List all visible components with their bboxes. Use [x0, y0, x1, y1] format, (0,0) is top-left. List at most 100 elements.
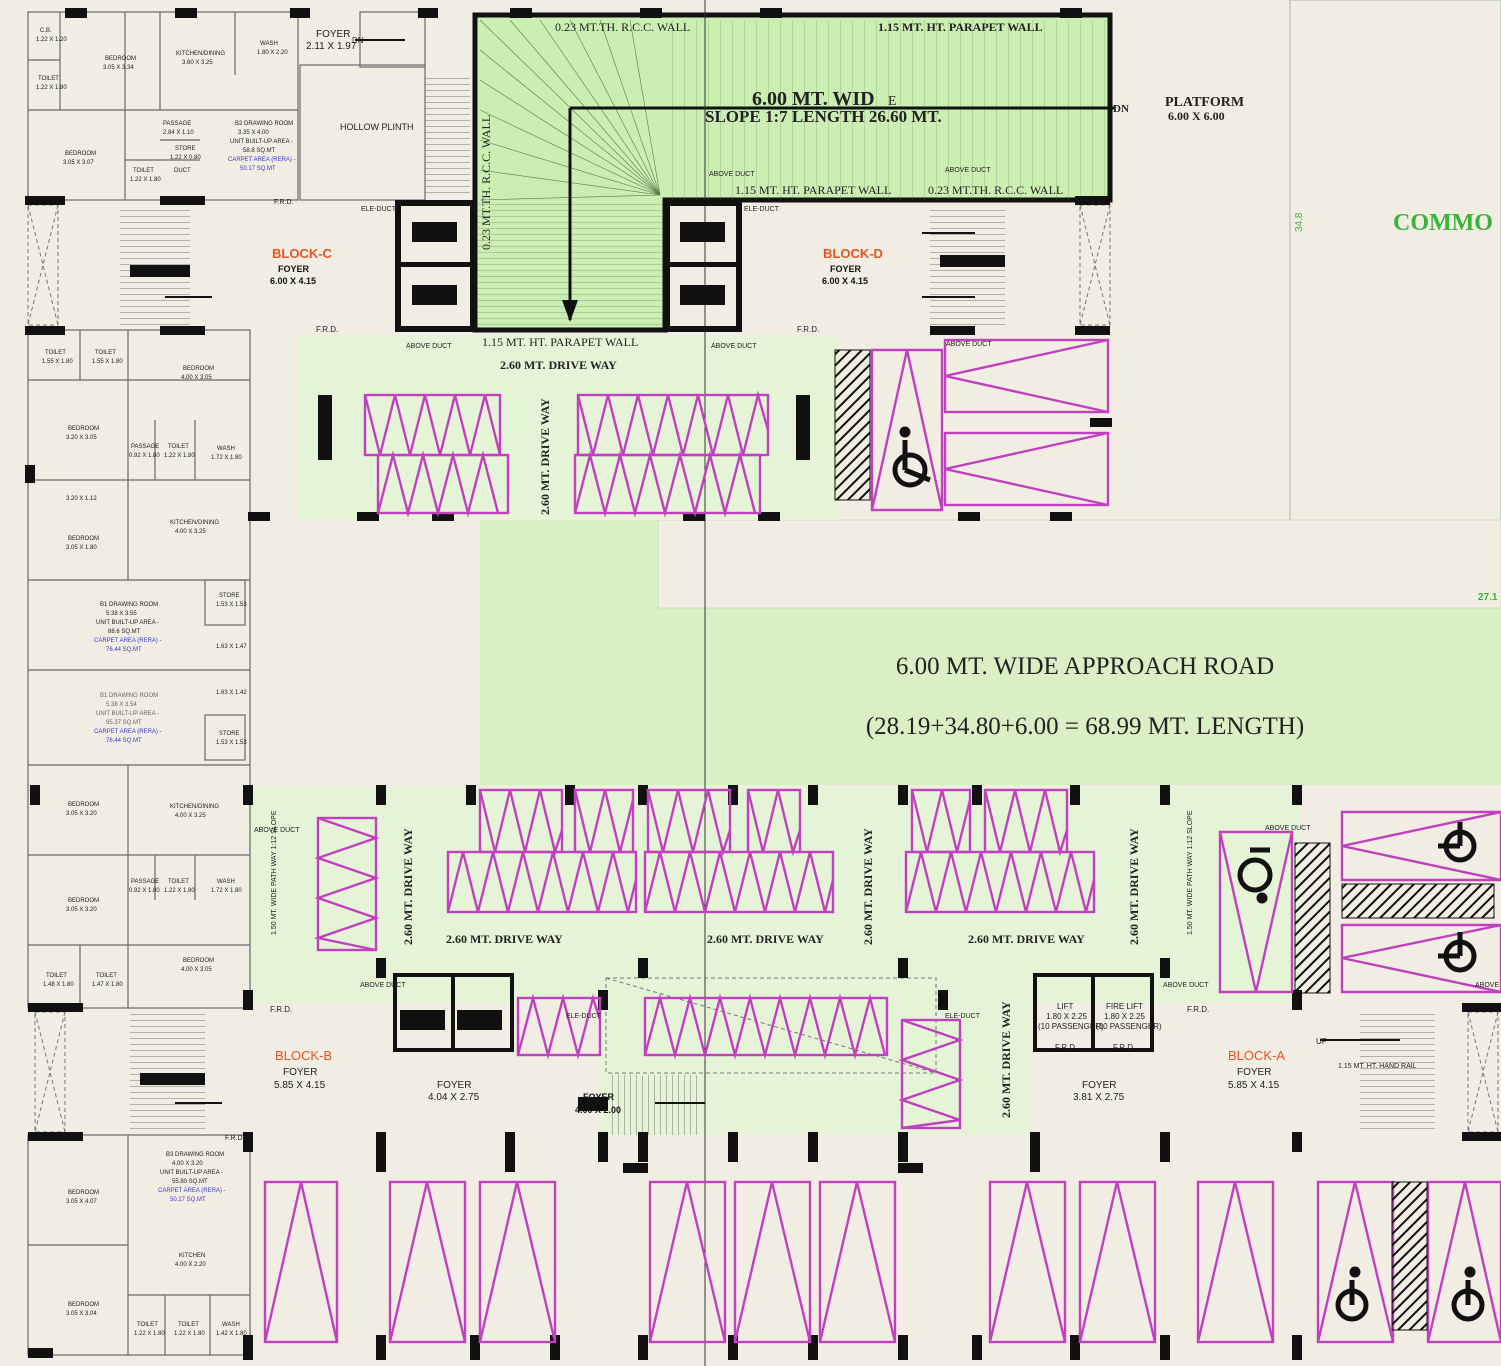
- wheelchair-icon: [892, 426, 931, 488]
- ramp: [472, 0, 1115, 1366]
- ramp-parapet-top-label: 1.15 MT. HT. PARAPET WALL: [878, 20, 1043, 34]
- svg-text:WASH: WASH: [217, 879, 235, 885]
- svg-text:TOILET: TOILET: [133, 168, 154, 174]
- parking-stalls: [263, 338, 1501, 1344]
- svg-text:4.00 X 3.20: 4.00 X 3.20: [172, 1161, 203, 1167]
- svg-text:76.44 SQ.MT: 76.44 SQ.MT: [106, 647, 142, 653]
- foyer-mid-label: FOYER: [437, 1080, 471, 1091]
- columns: [25, 8, 1501, 1360]
- ramp-parapet-bottom-label: 1.15 MT. HT. PARAPET WALL: [482, 335, 638, 349]
- ramp-wall-left-label: 0.23 MT.TH. R.C.C. WALL: [479, 115, 493, 250]
- walkway-right: 1.50 MT. WIDE PATH WAY 1:12 SLOPE: [1187, 810, 1194, 935]
- svg-text:PASSAGE: PASSAGE: [131, 444, 159, 450]
- ramp-wall-top-label: 0.23 MT.TH. R.C.C. WALL: [555, 20, 690, 34]
- svg-text:1.22 X 1.80: 1.22 X 1.80: [130, 177, 161, 183]
- svg-text:1.53 X 1.53: 1.53 X 1.53: [216, 740, 247, 746]
- svg-text:3.60 X 3.25: 3.60 X 3.25: [182, 60, 213, 66]
- hatched-aisle-bottom: [1391, 1181, 1428, 1331]
- wheelchair-icon: [1237, 847, 1273, 904]
- svg-text:1.47 X 1.80: 1.47 X 1.80: [92, 982, 123, 988]
- platform-label: PLATFORM: [1165, 95, 1244, 110]
- svg-text:1.48 X 1.80: 1.48 X 1.80: [43, 982, 74, 988]
- approach-road-length: (28.19+34.80+6.00 = 68.99 MT. LENGTH): [866, 713, 1304, 740]
- svg-text:4.00 X 3.05: 4.00 X 3.05: [181, 375, 212, 381]
- block-d-foyer: FOYER: [830, 264, 862, 274]
- wheelchair-icon: [1335, 1266, 1369, 1322]
- frd-2: F.R.D.: [797, 325, 819, 334]
- block-a-label: BLOCK-A: [1228, 1048, 1285, 1063]
- hatched-aisle-upper: [834, 349, 871, 501]
- svg-text:KITCHEN/DINING: KITCHEN/DINING: [176, 51, 225, 57]
- svg-text:B1 DRAWING ROOM: B1 DRAWING ROOM: [100, 602, 158, 608]
- stairwell-top: [425, 75, 470, 195]
- svg-text:BEDROOM: BEDROOM: [68, 536, 99, 542]
- foyer-top-label: FOYER: [316, 29, 350, 40]
- driveway-upper-h: 2.60 MT. DRIVE WAY: [500, 358, 617, 372]
- svg-text:1.22 X 1.80: 1.22 X 1.80: [134, 1331, 165, 1337]
- ramp-wall-right-label: 0.23 MT.TH. R.C.C. WALL: [928, 183, 1063, 197]
- svg-text:4.00 X 3.05: 4.00 X 3.05: [181, 967, 212, 973]
- fire-lift-capacity: (10 PASSENGER): [1096, 1022, 1162, 1031]
- foyer-top-size: 2.11 X 1.97: [306, 41, 357, 52]
- svg-text:KITCHEN/DINING: KITCHEN/DINING: [170, 804, 219, 810]
- svg-text:TOILET: TOILET: [168, 879, 189, 885]
- svg-text:1.22 X 1.80: 1.22 X 1.80: [36, 85, 67, 91]
- svg-text:58.8 SQ.MT: 58.8 SQ.MT: [243, 148, 276, 154]
- svg-text:3.20 X 1.12: 3.20 X 1.12: [66, 496, 97, 502]
- above-duct-6: ABOVE DUCT: [360, 982, 406, 989]
- svg-text:WASH: WASH: [222, 1322, 240, 1328]
- handrail-label: 1.15 MT. HT. HAND RAIL: [1338, 1063, 1417, 1070]
- svg-text:BEDROOM: BEDROOM: [183, 366, 214, 372]
- svg-text:1.22 X 1.80: 1.22 X 1.80: [164, 453, 195, 459]
- lift-core-b: [393, 973, 514, 1052]
- svg-text:BEDROOM: BEDROOM: [65, 151, 96, 157]
- svg-text:50.17 SQ.MT: 50.17 SQ.MT: [170, 1197, 206, 1203]
- svg-text:PASSAGE: PASSAGE: [131, 879, 159, 885]
- svg-text:TOILET: TOILET: [178, 1322, 199, 1328]
- dn-label: DN: [352, 36, 364, 45]
- frd-5: F.R.D.: [1055, 1043, 1077, 1052]
- svg-text:88.6 SQ.MT: 88.6 SQ.MT: [108, 629, 141, 635]
- svg-text:PASSAGE: PASSAGE: [163, 121, 191, 127]
- block-a-size: 5.85 X 4.15: [1228, 1080, 1280, 1091]
- svg-text:95.37 SQ.MT: 95.37 SQ.MT: [106, 720, 142, 726]
- ele-duct-3: ELE-DUCT: [566, 1013, 602, 1020]
- wheelchair-icon: [1451, 1266, 1485, 1322]
- svg-text:1.80 X 2.20: 1.80 X 2.20: [257, 50, 288, 56]
- svg-text:TOILET: TOILET: [95, 350, 116, 356]
- svg-text:3.05 X 3.34: 3.05 X 3.34: [103, 65, 134, 71]
- svg-text:3.05 X 1.80: 3.05 X 1.80: [66, 545, 97, 551]
- frd-1: F.R.D.: [316, 325, 338, 334]
- block-b-label: BLOCK-B: [275, 1048, 332, 1063]
- walkway-left: 1.50 MT. WIDE PATH WAY 1:12 SLOPE: [271, 810, 278, 935]
- svg-text:1.22 X 1.20: 1.22 X 1.20: [36, 37, 67, 43]
- svg-text:DUCT: DUCT: [174, 168, 191, 174]
- svg-text:1.63 X 1.42: 1.63 X 1.42: [216, 690, 247, 696]
- room-cb: C.B.: [40, 28, 52, 34]
- svg-text:1.72 X 1.80: 1.72 X 1.80: [211, 888, 242, 894]
- svg-text:STORE: STORE: [175, 146, 196, 152]
- svg-text:B2 DRAWING ROOM: B2 DRAWING ROOM: [235, 121, 293, 127]
- svg-text:CARPET AREA (RERA) -: CARPET AREA (RERA) -: [158, 1188, 226, 1194]
- svg-text:2.84 X 1.10: 2.84 X 1.10: [163, 130, 194, 136]
- ele-duct-1: ELE-DUCT: [361, 206, 397, 213]
- block-d-size: 6.00 X 4.15: [822, 276, 868, 286]
- svg-text:KITCHEN/DINING: KITCHEN/DINING: [170, 520, 219, 526]
- svg-text:BEDROOM: BEDROOM: [105, 56, 136, 62]
- svg-text:3.20 X 3.05: 3.20 X 3.05: [66, 435, 97, 441]
- svg-text:1.42 X 1.80: 1.42 X 1.80: [216, 1331, 247, 1337]
- svg-text:3.35 X 4.00: 3.35 X 4.00: [238, 130, 269, 136]
- ramp-slope-label: SLOPE 1:7 LENGTH 26.60 MT.: [705, 107, 942, 126]
- svg-text:BEDROOM: BEDROOM: [68, 898, 99, 904]
- svg-text:B1 DRAWING ROOM: B1 DRAWING ROOM: [100, 693, 158, 699]
- svg-text:BEDROOM: BEDROOM: [68, 802, 99, 808]
- approach-road-title: 6.00 MT. WIDE APPROACH ROAD: [896, 653, 1274, 680]
- svg-text:1.55 X 1.80: 1.55 X 1.80: [92, 359, 123, 365]
- ramp-width-suffix: E: [888, 94, 897, 109]
- foyer-center-label: FOYER: [583, 1092, 615, 1102]
- wheelchair-icon: [1438, 932, 1477, 973]
- svg-text:55.80 SQ.MT: 55.80 SQ.MT: [172, 1179, 208, 1185]
- lift-core-a: [1033, 973, 1154, 1052]
- svg-text:WASH: WASH: [260, 41, 278, 47]
- svg-text:STORE: STORE: [219, 593, 240, 599]
